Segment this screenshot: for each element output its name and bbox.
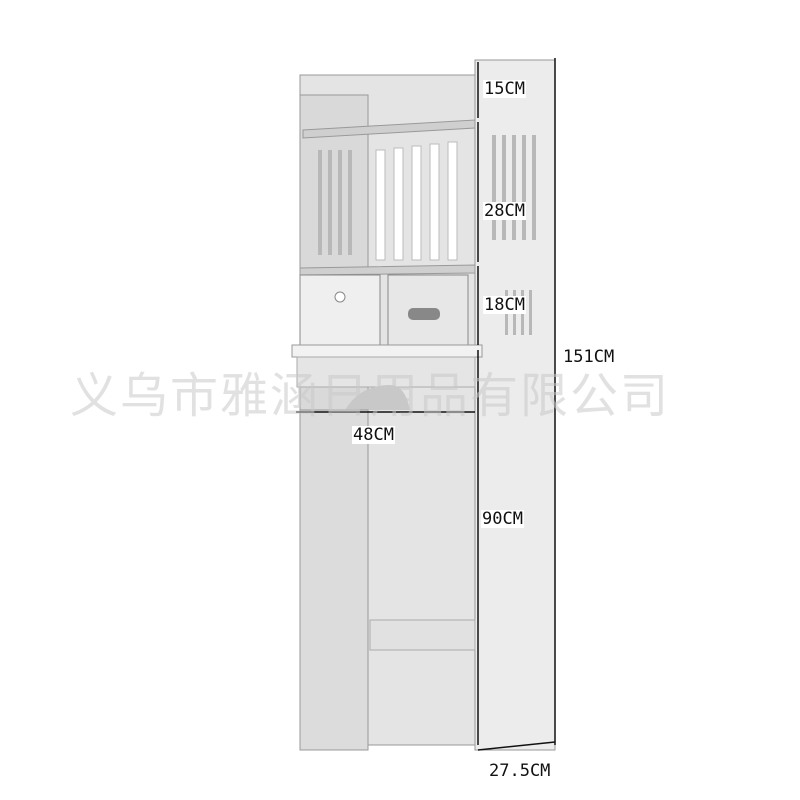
dim-middle-section: 28CM <box>483 201 526 221</box>
dim-leg-height: 90CM <box>481 509 524 529</box>
watermark: 义乌市雅涵日用品有限公司 <box>70 368 671 424</box>
dim-depth: 27.5CM <box>488 761 552 781</box>
dim-total-height: 151CM <box>562 347 616 367</box>
dim-top-section: 15CM <box>483 79 526 99</box>
dim-drawer-section: 18CM <box>483 295 526 315</box>
dim-width: 48CM <box>352 425 395 445</box>
